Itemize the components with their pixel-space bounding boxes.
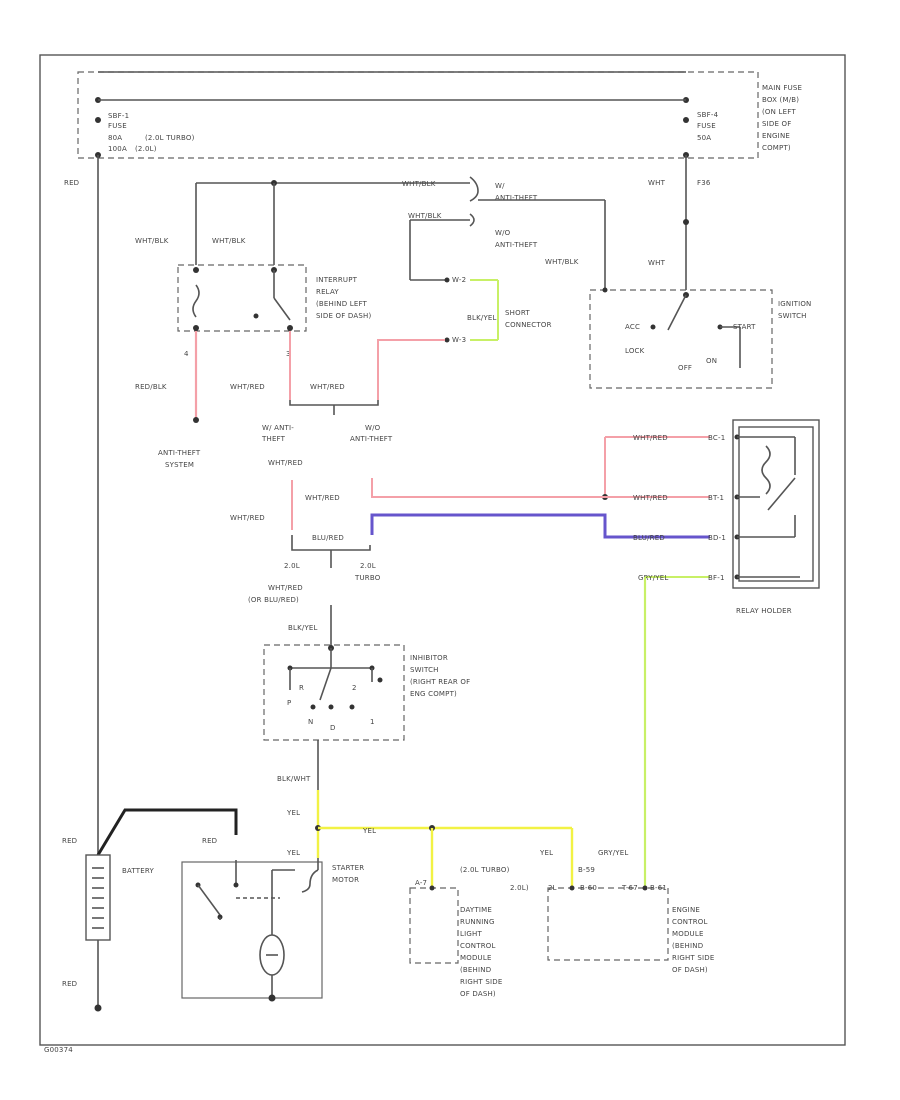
interrupt-relay-box xyxy=(177,264,307,332)
starter-motor-label: STARTER MOTOR xyxy=(332,864,367,884)
inhibitor-pos-1: 1 xyxy=(370,718,375,726)
wire-label: WHT/BLK xyxy=(408,212,442,220)
branch-with-anti-theft-2: W/ ANTI- THEFT xyxy=(261,424,296,443)
wire-label: WHT xyxy=(648,179,666,187)
wire-label: WHT/BLK xyxy=(545,258,579,266)
inhibitor-pos-p: P xyxy=(287,699,291,707)
wire-label: WHT xyxy=(648,259,666,267)
wire-label: YEL xyxy=(286,849,300,857)
ecm-pin-b59: B-59 xyxy=(578,866,595,874)
wire-label: YEL xyxy=(286,809,300,817)
anti-theft-label: ANTI-THEFT SYSTEM xyxy=(158,449,203,469)
wire-label: WHT/BLK xyxy=(402,180,436,188)
relay-terminal-bf1: BF-1 xyxy=(708,574,725,582)
wire-label: RED xyxy=(62,837,77,845)
relay-holder-box xyxy=(732,419,820,589)
branch-without-anti-theft-1: W/O ANTI-THEFT xyxy=(495,229,538,249)
inhibitor-pos-r: R xyxy=(299,684,304,692)
wire-label: WHT/BLK xyxy=(212,237,246,245)
connector-w2: W-2 xyxy=(452,276,466,284)
inhibitor-pos-n: N xyxy=(308,718,313,726)
ecm-note-2l: 2.0L) xyxy=(510,884,529,892)
fuse-box-title: MAIN FUSE BOX (M/B) (ON LEFT SIDE OF ENG… xyxy=(762,84,805,152)
wire-label: BLU/RED xyxy=(312,534,344,542)
wire-label: WHT/RED xyxy=(230,383,265,391)
wire-label: WHT/RED xyxy=(310,383,345,391)
ign-pos-lock: LOCK xyxy=(625,347,645,355)
fuse1-note: (2.0L TURBO) (2.0L) xyxy=(135,134,197,153)
wire-label: WHT/RED xyxy=(305,494,340,502)
branch-2l: 2.0L xyxy=(284,562,300,570)
ign-pos-on: ON xyxy=(706,357,717,365)
inhibitor-pos-2: 2 xyxy=(352,684,357,692)
relay-pin-3: 3 xyxy=(286,350,291,358)
drl-module-label: DAYTIME RUNNING LIGHT CONTROL MODULE (BE… xyxy=(460,906,505,998)
battery-starter-box xyxy=(181,861,323,999)
relay-holder-label: RELAY HOLDER xyxy=(736,607,792,615)
wire-label: BLK/WHT xyxy=(277,775,311,783)
relay-terminal-bt1: BT-1 xyxy=(708,494,724,502)
relay-terminal-bc1: BC-1 xyxy=(708,434,725,442)
wire-label: BLU/RED xyxy=(633,534,665,542)
wire-label: RED/BLK xyxy=(135,383,167,391)
inhibitor-switch-box xyxy=(263,644,405,741)
wire-label: WHT/RED xyxy=(268,584,303,592)
ecm-pin-b61: B-61 xyxy=(650,884,667,892)
wire-label: WHT/BLK xyxy=(135,237,169,245)
wire-label: WHT/RED xyxy=(633,494,668,502)
wire-label: WHT/RED xyxy=(633,434,668,442)
battery-label: BATTERY xyxy=(122,867,155,875)
interrupt-relay-label: INTERRUPT RELAY (BEHIND LEFT SIDE OF DAS… xyxy=(316,276,371,320)
connector-f36: F36 xyxy=(697,179,711,187)
ignition-switch-box xyxy=(589,289,773,389)
fuse1-label: SBF-1 FUSE 80A 100A xyxy=(108,112,132,153)
ecm-label: ENGINE CONTROL MODULE (BEHIND RIGHT SIDE… xyxy=(672,906,717,974)
ignition-switch-label: IGNITION SWITCH xyxy=(778,300,814,320)
fuse4-label: SBF-4 FUSE 50A xyxy=(697,111,721,142)
main-fuse-box xyxy=(77,71,759,159)
wire-label: GRY/YEL xyxy=(598,849,628,857)
relay-terminal-bd1: BD-1 xyxy=(708,534,726,542)
wire-label: YEL xyxy=(362,827,376,835)
branch-without-anti-theft-2: W/O ANTI-THEFT xyxy=(350,424,393,443)
ecm-pin-t67: T-67 xyxy=(621,884,638,892)
inhibitor-switch-label: INHIBITOR SWITCH (RIGHT REAR OF ENG COMP… xyxy=(410,654,473,698)
wire-label: RED xyxy=(202,837,217,845)
diagram-code: G00374 xyxy=(44,1046,73,1054)
wire-label: WHT/RED xyxy=(268,459,303,467)
drl-pin: A-7 xyxy=(415,879,427,887)
wire-label: GRY/YEL xyxy=(638,574,668,582)
ign-pos-acc: ACC xyxy=(625,323,640,331)
relay-pin-4: 4 xyxy=(184,350,189,358)
drl-module-box xyxy=(409,887,459,964)
wire-label: YEL xyxy=(539,849,553,857)
ecm-note-turbo: (2.0L TURBO) xyxy=(460,866,510,874)
branch-2l-turbo: 2.0L TURBO xyxy=(354,562,381,582)
ecm-box xyxy=(547,887,669,961)
wire-label: RED xyxy=(62,980,77,988)
wire-label: BLK/YEL xyxy=(288,624,318,632)
wire-label: WHT/RED xyxy=(230,514,265,522)
inhibitor-pos-d: D xyxy=(330,724,336,732)
connector-w3: W-3 xyxy=(452,336,466,344)
wire-label-red-main: RED xyxy=(64,179,79,187)
branch-with-anti-theft-1: W/ ANTI-THEFT xyxy=(495,182,538,202)
ign-pos-off: OFF xyxy=(678,364,692,372)
short-connector-label: SHORT CONNECTOR xyxy=(505,309,552,329)
ign-pos-start: START xyxy=(733,323,756,331)
ecm-pin-2l: 2L xyxy=(548,884,557,892)
ecm-pin-b60: B-60 xyxy=(580,884,597,892)
wire-label: BLK/YEL xyxy=(467,314,497,322)
branch-or-note: (OR BLU/RED) xyxy=(248,596,299,604)
diagram-frame xyxy=(39,54,846,1046)
